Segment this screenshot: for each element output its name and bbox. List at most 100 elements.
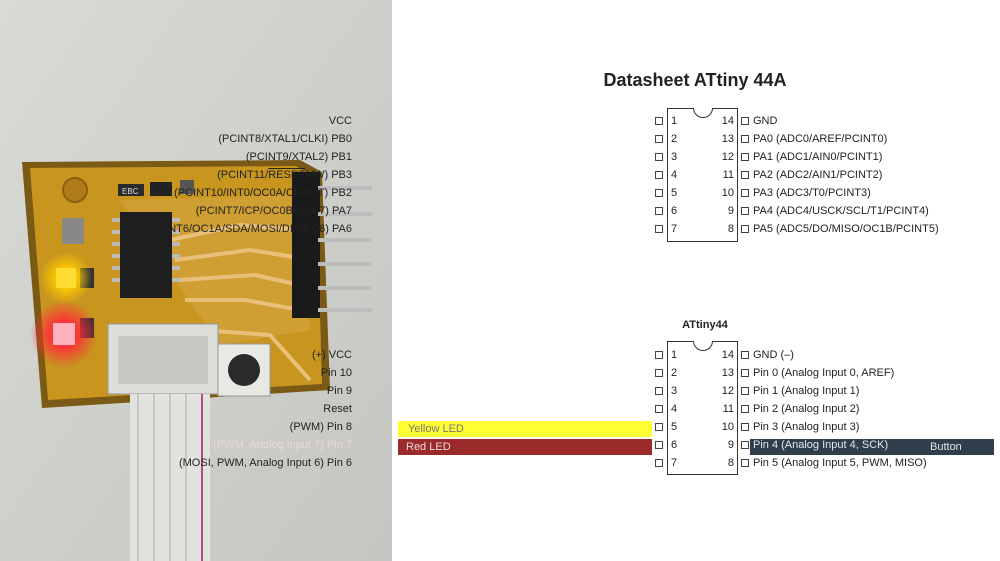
pin-number: 14 [721,349,734,361]
pin-number: 12 [721,385,734,397]
right-pin-row: 13 PA0 (ADC0/AREF/PCINT0) [0,130,1000,148]
pin-pad [655,117,663,125]
left-pin-row: (PWM) Pin 8 5 [0,418,700,436]
pin-label: Pin 0 (Analog Input 0, AREF) [753,367,895,379]
pin-label: Pin 1 (Analog Input 1) [753,385,860,397]
pin-pad [741,225,749,233]
pin-pad [655,441,663,449]
pin-number: 11 [722,169,734,181]
left-pin-row: VCC 1 [0,112,700,130]
pin-label: Pin 9 [326,385,352,397]
pin-pad [655,369,663,377]
pin-number: 12 [721,151,734,163]
pcb-photo: EBC [0,0,392,561]
pin-pad [741,459,749,467]
pin-number: 3 [671,385,678,397]
left-pin-row: (PCINT8/XTAL1/CLKI) PB0 2 [0,130,700,148]
right-pin-row: 12 PA1 (ADC1/AIN0/PCINT1) [0,148,1000,166]
pin-pad [741,135,749,143]
right-pin-row: 8 PA5 (ADC5/DO/MISO/OC1B/PCINT5) [0,220,1000,238]
pin-pad [655,207,663,215]
pin-pad [741,351,749,359]
pin-label: VCC [328,115,352,127]
pin-label: GND [753,115,778,127]
red-led-label: Red LED [406,441,451,453]
pin-label: Pin 2 (Analog Input 2) [753,403,860,415]
pin-pad [655,423,663,431]
pin-label: PA3 (ADC3/T0/PCINT3) [753,187,871,199]
right-pin-row: 14 GND [0,112,1000,130]
ic-outline-attiny44 [667,341,738,475]
pin-number: 8 [727,223,734,235]
pin-number: 13 [721,367,734,379]
yellow-led-label: Yellow LED [408,423,464,435]
pin-number: 4 [671,403,678,415]
red-led-band: Red LED [398,439,652,455]
pin-number: 1 [671,115,678,127]
pin-number: 14 [721,115,734,127]
pin-pad [741,117,749,125]
pin-number: 8 [727,457,734,469]
right-pin-row: 11 PA2 (ADC2/AIN1/PCINT2) [0,166,1000,184]
ribbon-cable [107,323,219,561]
pin-label: Pin 4 (Analog Input 4, SCK) [753,439,889,451]
pin-pad [741,153,749,161]
pin-label: Pin 5 (Analog Input 5, PWM, MISO) [753,457,927,469]
pin-number: 11 [722,403,734,415]
left-pin-row: (PCINT9/XTAL2) PB1 3 [0,148,700,166]
pin-number: 1 [671,349,678,361]
pin-number: 9 [727,439,734,451]
push-button [217,343,271,397]
button-band: Button [750,439,994,455]
pin-number: 10 [721,187,734,199]
right-pin-row: 13 Pin 0 (Analog Input 0, AREF) [0,364,1000,382]
pin-pad [741,405,749,413]
pin-label: (MOSI, PWM, Analog Input 6) Pin 6 [178,457,352,469]
right-pin-row: 9 Pin 4 (Analog Input 4, SCK) [0,436,1000,454]
pin-label: PA5 (ADC5/DO/MISO/OC1B/PCINT5) [753,223,939,235]
pin-number: 2 [671,367,678,379]
pin-pad [741,441,749,449]
pin-label: PA1 (ADC1/AIN0/PCINT1) [753,151,883,163]
datasheet-title: Datasheet ATtiny 44A [603,70,787,90]
pin-number: 5 [671,421,678,433]
pin-label: (PCINT10/INT0/OC0A/CKOUT) PB2 [174,187,352,199]
pin-number: 9 [727,205,734,217]
pin-number: 2 [671,133,678,145]
pin-pad [655,225,663,233]
pin-header [292,172,372,318]
pin-label-over: RESET [268,169,305,181]
pin-pad [655,153,663,161]
right-pin-row: 8 Pin 5 (Analog Input 5, PWM, MISO) [0,454,1000,472]
pin-number: 3 [671,151,678,163]
pin-label: (PWM) Pin 8 [289,421,352,433]
left-pin-row: (MOSI, PWM, Analog Input 6) Pin 6 7 [0,454,700,472]
pin-number: 4 [671,169,678,181]
pin-label: (PCINT8/XTAL1/CLKI) PB0 [218,133,352,145]
pin-number: 13 [721,133,734,145]
pin-pad [741,423,749,431]
pin-number: 7 [671,457,678,469]
pinout-title: ATtiny44 [682,319,728,331]
pin-number: 10 [721,421,734,433]
ic-chip [112,212,180,298]
chip-marking: EBC [122,187,139,196]
pin-label: (PCINT9/XTAL2) PB1 [245,151,352,163]
pin-label: PA2 (ADC2/AIN1/PCINT2) [753,169,883,181]
right-pin-row: 12 Pin 1 (Analog Input 1) [0,382,1000,400]
pin-pad [741,369,749,377]
pin-pad [655,135,663,143]
pin-pad [655,387,663,395]
pin-label-post: /dW) PB3 [304,169,352,181]
pin-pad [655,351,663,359]
pin-label: PA0 (ADC0/AREF/PCINT0) [753,133,888,145]
